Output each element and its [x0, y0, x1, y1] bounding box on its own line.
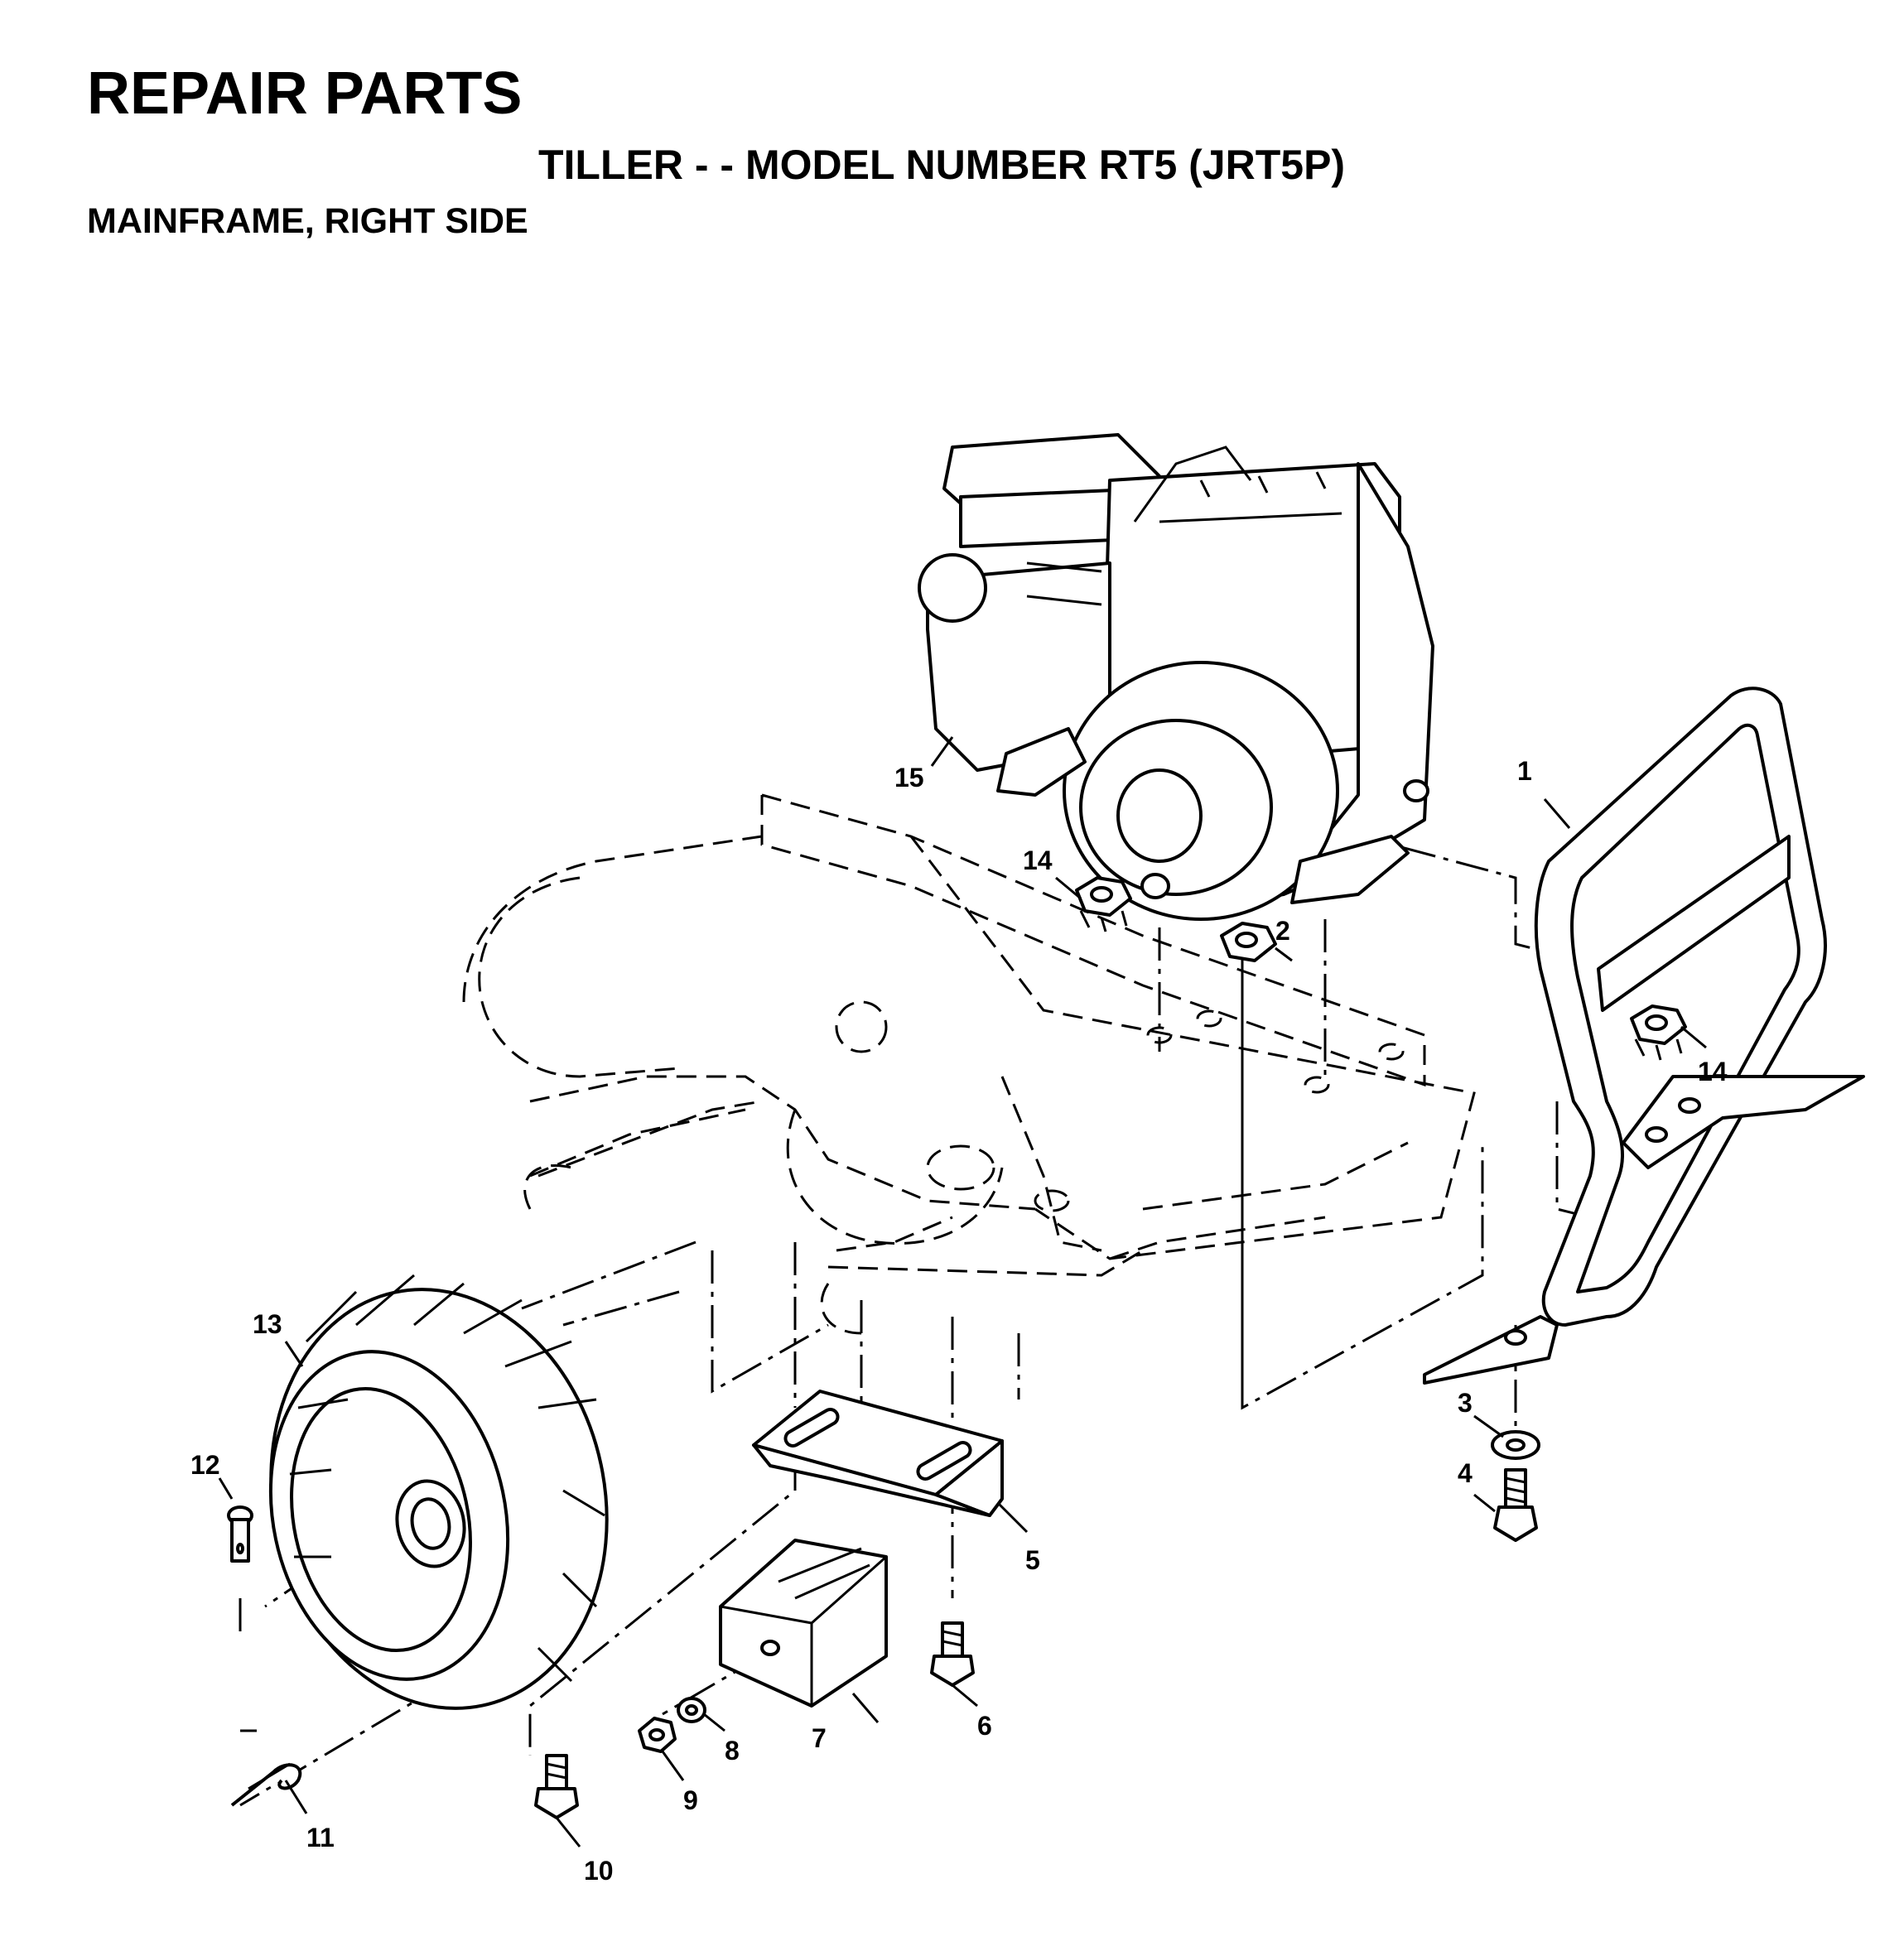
callout-5: 5: [1025, 1545, 1040, 1575]
bolt-part-10[interactable]: [534, 1754, 579, 1819]
hex-nut-part-9[interactable]: [638, 1717, 677, 1753]
callout-1: 1: [1517, 756, 1532, 786]
callout-13: 13: [253, 1309, 282, 1339]
callout-8: 8: [725, 1736, 740, 1766]
callout-14-upper: 14: [1023, 845, 1053, 875]
lock-washer-part-8[interactable]: [677, 1697, 706, 1723]
block-part-7[interactable]: [719, 1539, 888, 1708]
model-subtitle: TILLER - - MODEL NUMBER RT5 (JRT5P): [538, 142, 1346, 188]
flange-nut-part-14-upper[interactable]: [1075, 876, 1132, 932]
callout-4: 4: [1458, 1458, 1473, 1488]
mainframe-ghost-outline: [462, 793, 1476, 1335]
page-title: REPAIR PARTS: [87, 60, 523, 127]
callout-12: 12: [190, 1450, 220, 1480]
callout-9: 9: [683, 1785, 698, 1815]
callout-14-right: 14: [1698, 1057, 1728, 1086]
bracket-part-5[interactable]: [752, 1390, 1004, 1517]
callout-labels: 1 2 3 4 5 6 7 8 9 10 11 12 13 14 14 15: [190, 756, 1728, 1886]
callout-7: 7: [812, 1723, 827, 1753]
callout-6: 6: [977, 1711, 992, 1741]
callout-3: 3: [1458, 1388, 1473, 1418]
callout-11: 11: [306, 1823, 335, 1852]
callout-2: 2: [1275, 916, 1290, 946]
leader-lines: [218, 736, 1707, 1847]
hex-bolt-part-4[interactable]: [1493, 1468, 1538, 1542]
hairpin-clip-part-11[interactable]: [230, 1762, 302, 1807]
flange-nut-part-14-right[interactable]: [1630, 1004, 1687, 1061]
washer-part-3[interactable]: [1491, 1430, 1540, 1460]
hex-nut-part-2[interactable]: [1220, 922, 1277, 962]
callout-10: 10: [584, 1856, 614, 1886]
callout-15: 15: [894, 763, 924, 792]
engine-part-15[interactable]: [918, 433, 1434, 921]
bumper-guard-part-1[interactable]: [1423, 686, 1865, 1385]
clevis-pin-part-12[interactable]: [227, 1505, 253, 1563]
section-heading: MAINFRAME, RIGHT SIDE: [87, 201, 528, 241]
bolt-part-6[interactable]: [930, 1621, 975, 1687]
wheel-tire-part-13[interactable]: [233, 1258, 644, 1740]
